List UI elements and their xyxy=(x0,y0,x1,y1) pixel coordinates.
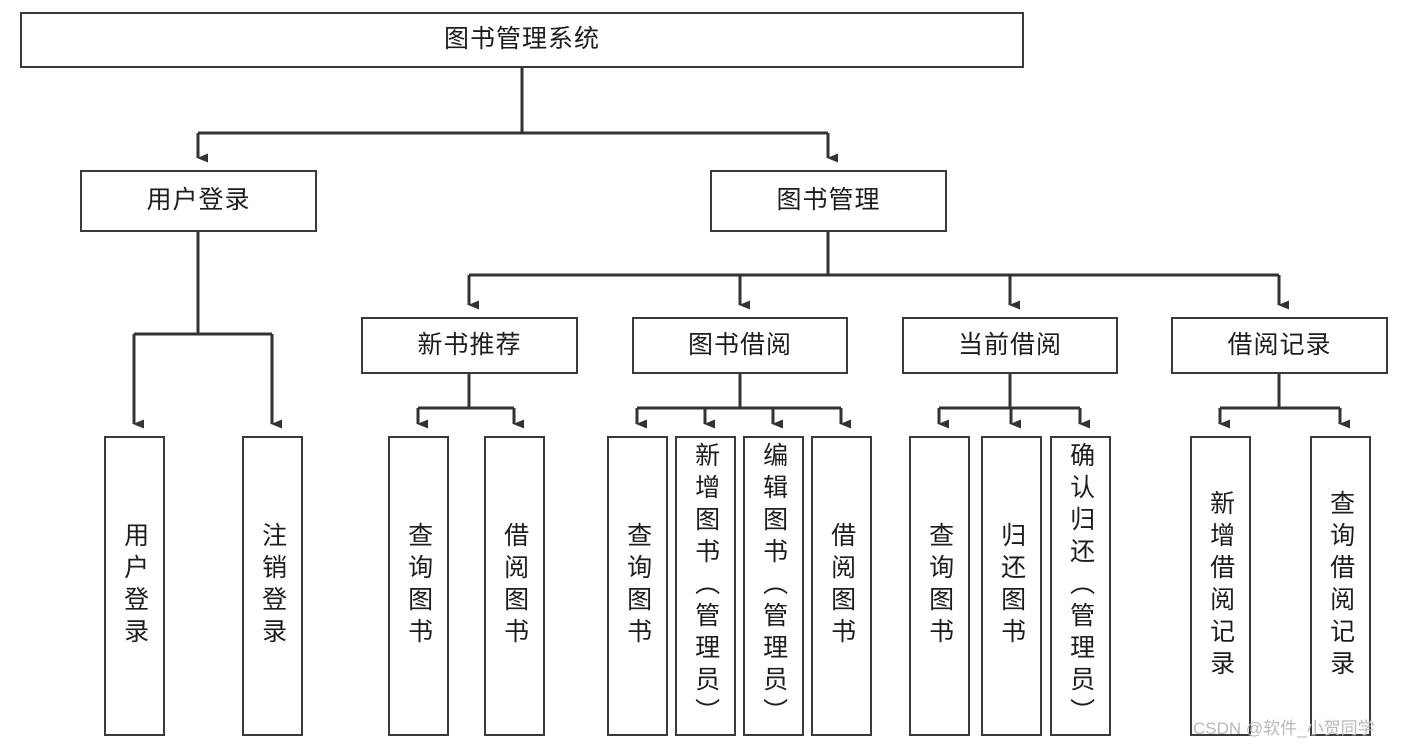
node-book-management[interactable]: 图书管理 xyxy=(710,170,947,232)
leaf-borrow-books-recommend[interactable]: 借阅图书 xyxy=(484,436,545,736)
node-new-book-recommend[interactable]: 新书推荐 xyxy=(361,317,578,374)
node-label: 归还图书 xyxy=(997,522,1026,650)
node-borrow-records[interactable]: 借阅记录 xyxy=(1171,317,1388,374)
node-label: 查询图书 xyxy=(404,522,433,650)
node-label: 新增借阅记录 xyxy=(1206,490,1235,682)
leaf-query-books-current[interactable]: 查询图书 xyxy=(909,436,970,736)
node-label: 查询借阅记录 xyxy=(1326,490,1355,682)
node-label: 图书管理系统 xyxy=(443,25,600,54)
node-label: 确认归还（管理员） xyxy=(1066,442,1095,730)
node-label: 图书管理 xyxy=(776,186,881,215)
watermark: CSDN @软件_小贺同学 xyxy=(1193,719,1375,738)
node-label: 新增图书（管理员） xyxy=(691,442,720,730)
node-label: 查询图书 xyxy=(623,522,652,650)
leaf-query-borrow-record[interactable]: 查询借阅记录 xyxy=(1310,436,1371,736)
leaf-return-books[interactable]: 归还图书 xyxy=(981,436,1042,736)
leaf-add-borrow-record[interactable]: 新增借阅记录 xyxy=(1190,436,1251,736)
leaf-add-book-admin[interactable]: 新增图书（管理员） xyxy=(675,436,736,736)
node-label: 编辑图书（管理员） xyxy=(759,442,788,730)
leaf-borrow-books[interactable]: 借阅图书 xyxy=(811,436,872,736)
leaf-query-books-borrow[interactable]: 查询图书 xyxy=(607,436,668,736)
node-label: 借阅图书 xyxy=(500,522,529,650)
node-user-login[interactable]: 用户登录 xyxy=(80,170,317,232)
leaf-confirm-return-admin[interactable]: 确认归还（管理员） xyxy=(1050,436,1111,736)
node-root-system[interactable]: 图书管理系统 xyxy=(20,12,1024,68)
node-label: 借阅记录 xyxy=(1227,330,1332,359)
node-label: 当前借阅 xyxy=(957,330,1062,359)
node-book-borrow[interactable]: 图书借阅 xyxy=(632,317,848,374)
node-current-borrow[interactable]: 当前借阅 xyxy=(902,317,1118,374)
node-label: 借阅图书 xyxy=(827,522,856,650)
node-label: 用户登录 xyxy=(120,522,149,650)
node-label: 用户登录 xyxy=(146,186,251,215)
node-label: 注销登录 xyxy=(258,522,287,650)
leaf-user-login[interactable]: 用户登录 xyxy=(104,436,165,736)
leaf-query-books-recommend[interactable]: 查询图书 xyxy=(388,436,449,736)
leaf-logout[interactable]: 注销登录 xyxy=(242,436,303,736)
node-label: 查询图书 xyxy=(925,522,954,650)
node-label: 新书推荐 xyxy=(417,330,522,359)
node-label: 图书借阅 xyxy=(687,330,792,359)
leaf-edit-book-admin[interactable]: 编辑图书（管理员） xyxy=(743,436,804,736)
